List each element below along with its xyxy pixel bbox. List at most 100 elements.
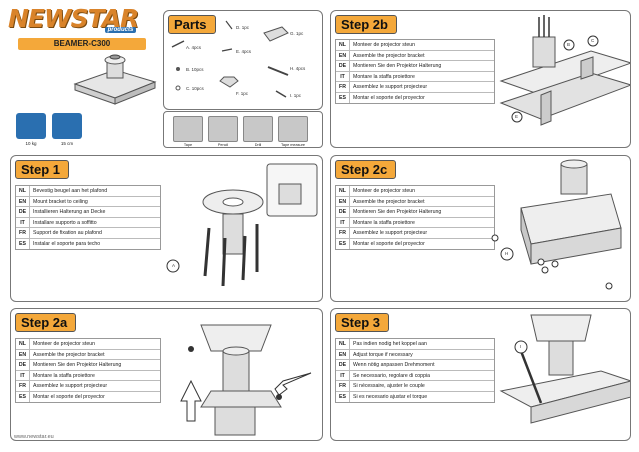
- instruction-text: Montare la staffa proiettore: [33, 372, 95, 379]
- step-2a-title: Step 2a: [15, 313, 77, 332]
- part-b-label: B. 10pcs: [186, 67, 204, 72]
- step-2b-illustration: [499, 15, 630, 126]
- part-e-label: E. 4pcs: [236, 49, 252, 54]
- instruction-text: Assemblez le support projecteur: [353, 84, 428, 90]
- lang-code: EN: [336, 196, 350, 206]
- part-i-label: I. 1pc: [290, 93, 302, 98]
- instruction-text: Se necessario, regolare di coppia: [353, 372, 430, 379]
- lang-code: EN: [336, 349, 350, 359]
- lang-code: IT: [336, 370, 350, 380]
- instruction-text: Si es necesario ajustar el torque: [353, 393, 428, 400]
- lang-code: FR: [336, 381, 350, 391]
- lang-code: IT: [336, 71, 350, 81]
- instruction-text: Assemble the projector bracket: [353, 52, 425, 59]
- lang-code: EN: [336, 50, 350, 60]
- instruction-text: Support de fixation au plafond: [33, 230, 102, 236]
- lang-code: NL: [336, 339, 350, 349]
- product-overview-illustration: [73, 54, 157, 105]
- lang-code: ES: [16, 238, 30, 249]
- instruction-text: Monteer de projector steun: [33, 341, 95, 347]
- part-c-label: C. 10pcs: [186, 86, 204, 91]
- tool-tape-measure-label: Tape measure: [280, 143, 306, 147]
- instruction-text: Montieren Sie den Projektor Halterung: [353, 63, 442, 69]
- step-1-title: Step 1: [15, 160, 70, 179]
- lang-code: IT: [16, 217, 30, 227]
- instruction-text: Installare supporto a soffitto: [33, 219, 97, 226]
- callout-c: C: [591, 38, 595, 43]
- instruction-text: Montar el soporte del proyector: [33, 393, 105, 400]
- tool-tape-label: Tape: [183, 143, 193, 147]
- parts-title: Parts: [168, 15, 216, 34]
- instruction-text: Assemble the projector bracket: [33, 351, 105, 358]
- lang-code: IT: [336, 217, 350, 227]
- lang-code: ES: [336, 391, 350, 402]
- instruction-text: Assemblez le support projecteur: [33, 383, 108, 389]
- lang-code: IT: [16, 370, 30, 380]
- instruction-text: Wenn nötig anpassen Drehmoment: [353, 362, 435, 368]
- lang-code: FR: [336, 82, 350, 92]
- instruction-text: Pas indien nodig het koppel aan: [353, 341, 427, 347]
- lang-code: FR: [336, 228, 350, 238]
- lang-code: ES: [336, 238, 350, 249]
- lang-code: NL: [336, 40, 350, 50]
- lang-code: DE: [336, 61, 350, 71]
- instruction-text: Montar el soporte del proyector: [353, 94, 425, 101]
- length-spec-icon: [52, 113, 82, 139]
- lang-code: FR: [16, 228, 30, 238]
- instruction-text: Monteer de projector steun: [353, 42, 415, 48]
- instruction-text: Adjust torque if necessary: [353, 351, 413, 358]
- brand-logo: NEWSTAR products: [8, 6, 139, 33]
- step-2a-illustration: [180, 324, 312, 436]
- step-2b-title: Step 2b: [335, 15, 397, 34]
- length-spec-label: 15 cm: [60, 141, 74, 146]
- lang-code: DE: [16, 360, 30, 370]
- step-3-illustration: [499, 314, 630, 424]
- lang-code: FR: [16, 381, 30, 391]
- tool-drill-label: Drill: [254, 143, 262, 147]
- drill-icon: [243, 116, 273, 142]
- instruction-text: Montare la staffa proiettore: [353, 219, 415, 226]
- lang-code: NL: [16, 339, 30, 349]
- callout-e: E: [515, 114, 519, 119]
- instruction-text: Montieren Sie den Projektor Halterung: [353, 209, 442, 215]
- callout-i: I: [520, 344, 522, 349]
- tool-pencil-label: Pencil: [217, 143, 229, 147]
- instruction-text: Mount bracket to ceiling: [33, 198, 88, 205]
- tape-measure-icon: [278, 116, 308, 142]
- instruction-text: Si nécessaire, ajuster le couple: [353, 383, 425, 389]
- lang-code: DE: [336, 207, 350, 217]
- weight-spec-label: 10 kg: [25, 141, 37, 146]
- instruction-text: Montieren Sie den Projektor Halterung: [33, 362, 122, 368]
- parts-illustrations: [171, 20, 289, 98]
- callout-b: B: [567, 42, 571, 47]
- model-label: BEAMER-C300: [18, 38, 146, 50]
- part-a-label: A. 4pcs: [186, 45, 202, 50]
- part-g-label: G. 1pc: [290, 31, 304, 36]
- callout-a: A: [172, 263, 176, 268]
- lang-code: NL: [16, 186, 30, 196]
- callout-h: H: [505, 251, 509, 256]
- parts-panel: Parts A. 4pcs B. 10pcs C. 10pcs D. 1pc E…: [163, 10, 323, 110]
- part-f-label: F. 1pc: [236, 91, 249, 96]
- lang-code: ES: [336, 92, 350, 103]
- footer-url: www.newstar.eu: [14, 434, 54, 440]
- instruction-text: Monteer de projector steun: [353, 188, 415, 194]
- step-3-title: Step 3: [335, 313, 390, 332]
- instruction-text: Bevestig beugel aan het plafond: [33, 188, 108, 194]
- instruction-text: Installieren Halterung an Decke: [33, 209, 106, 215]
- instruction-text: Montar el soporte del proyector: [353, 240, 425, 247]
- part-d-label: D. 1pc: [236, 25, 250, 30]
- instruction-text: Montare la staffa proiettore: [353, 73, 415, 80]
- lang-code: EN: [16, 349, 30, 359]
- step-1-illustration: [166, 163, 318, 287]
